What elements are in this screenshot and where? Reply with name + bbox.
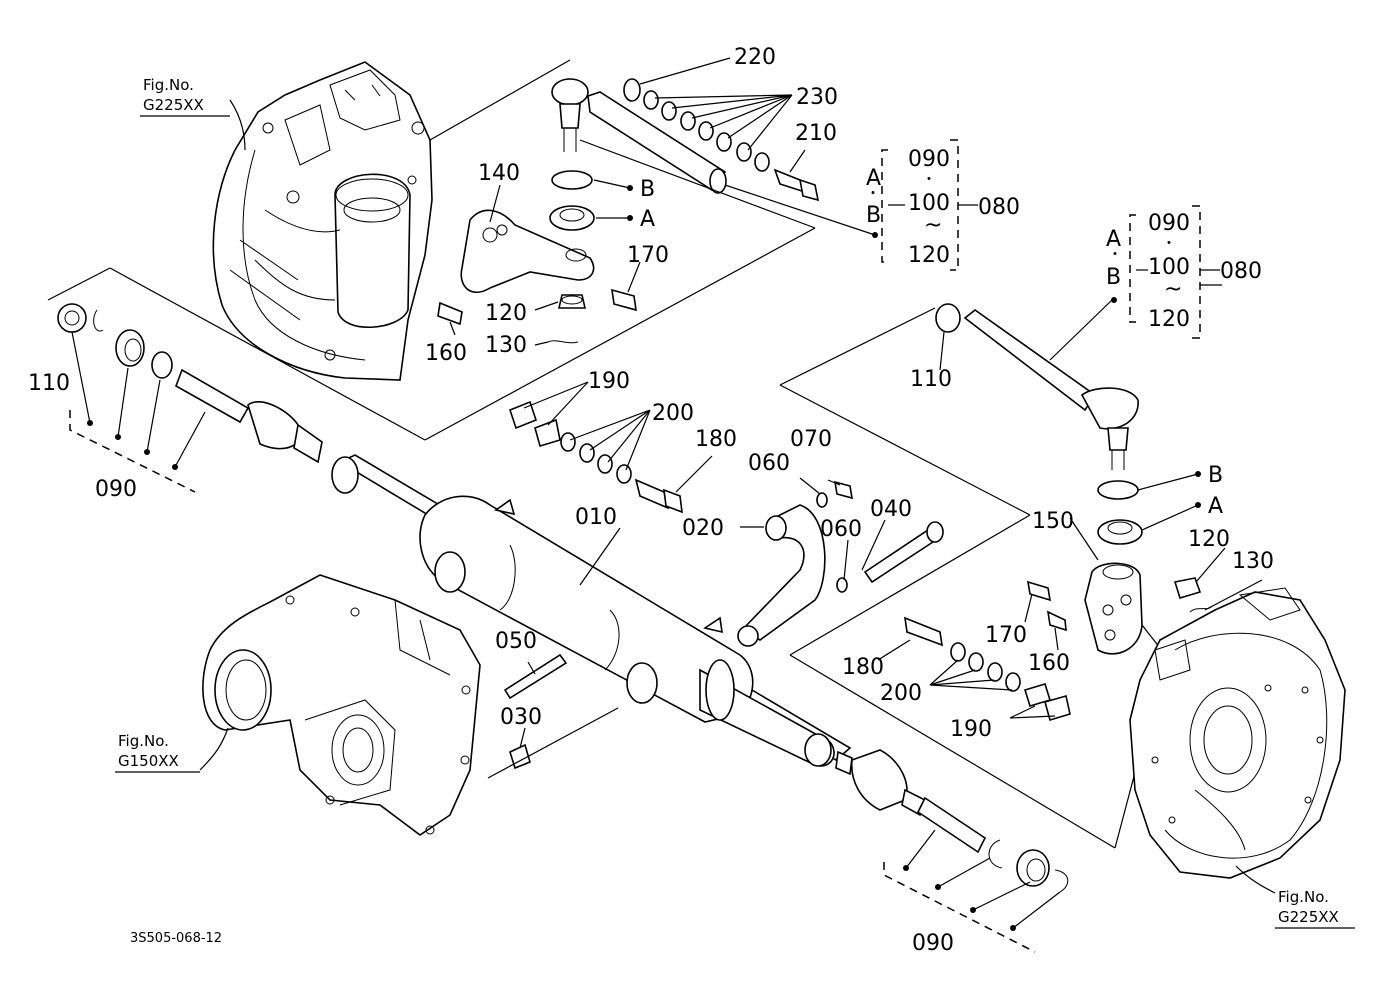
svg-text:080: 080 [1220,259,1262,284]
spacers-190-upper [509,400,683,514]
svg-text:~: ~ [924,213,942,238]
svg-text:・: ・ [922,172,936,188]
label-130-right: 130 [1232,549,1274,574]
upper-tie-rod [551,78,727,194]
upper-frame-lines [47,59,816,441]
label-190-upper: 190 [588,369,630,394]
svg-text:・: ・ [1162,236,1176,252]
ab-markers: B A B A [627,177,1223,519]
steering-arm-140 [460,209,595,294]
bracket-090-left [69,410,196,493]
label-030: 030 [500,705,542,730]
label-010: 010 [575,505,617,530]
fig-ref-mid-left: Fig.No. G150XX [115,732,200,773]
right-tie-rod [935,303,1139,470]
svg-text:B: B [866,203,881,228]
svg-text:Fig.No.: Fig.No. [1278,888,1329,906]
label-160-right: 160 [1028,651,1070,676]
leader-dots-right [903,829,1061,931]
right-fasteners [904,577,1213,722]
svg-text:120: 120 [908,243,950,268]
label-020: 020 [682,516,724,541]
callout-labels: 220 230 210 140 170 120 130 160 110 090 … [28,45,1274,956]
svg-text:B: B [1208,463,1223,488]
washers-230 [623,78,820,202]
lower-tie-rod-end [835,749,1069,893]
label-140: 140 [478,161,520,186]
label-170-right: 170 [985,623,1027,648]
bolts-upper [437,288,637,326]
svg-text:A: A [866,166,881,191]
label-040: 040 [870,497,912,522]
svg-text:Fig.No.: Fig.No. [143,76,194,94]
label-230: 230 [796,85,838,110]
label-180-right: 180 [842,655,884,680]
svg-text:080: 080 [978,195,1020,220]
label-120-upper: 120 [485,301,527,326]
svg-text:・: ・ [1108,247,1122,263]
bolt-040-set [816,480,944,593]
svg-text:A: A [1208,494,1223,519]
bracket-090-right [883,862,1036,953]
bracket-020 [737,504,826,647]
drawing-code: 3S505-068-12 [130,931,222,946]
svg-text:090: 090 [908,147,950,172]
right-knuckle-housing [1129,587,1346,879]
label-130-upper: 130 [485,333,527,358]
label-120-right: 120 [1188,527,1230,552]
label-220: 220 [734,45,776,70]
label-110-right: 110 [910,367,952,392]
label-150: 150 [1032,509,1074,534]
svg-text:B: B [1106,265,1121,290]
label-210: 210 [795,121,837,146]
svg-text:B: B [640,177,655,202]
svg-text:A: A [1106,227,1121,252]
spec-group-upper: A ・ B 090 ・ 100 ~ 120 080 [866,147,1020,268]
leader-dots-left [71,331,206,470]
spec-group-lower: A ・ B 090 ・ 100 ~ 120 080 [1106,211,1262,332]
left-tie-rod-end [57,303,323,464]
svg-text:・: ・ [866,186,880,202]
label-200-right: 200 [880,681,922,706]
callout-leaders [199,57,1276,894]
bearing-set-upper [547,170,595,344]
bearing-set-lower [1097,480,1143,545]
fig-ref-top-left: Fig.No. G225XX [140,76,230,117]
svg-text:100: 100 [1148,255,1190,280]
svg-text:G150XX: G150XX [118,752,179,770]
main-cylinder-010 [331,454,852,767]
label-090-left: 090 [95,477,137,502]
svg-text:~: ~ [1164,277,1182,302]
svg-text:120: 120 [1148,307,1190,332]
label-090-right: 090 [912,931,954,956]
svg-text:G225XX: G225XX [1278,908,1339,926]
label-060-upper: 060 [748,451,790,476]
left-knuckle-housing [212,61,433,381]
label-050: 050 [495,629,537,654]
steering-arm-150 [1084,562,1143,655]
svg-text:090: 090 [1148,211,1190,236]
svg-text:Fig.No.: Fig.No. [118,732,169,750]
label-180-upper: 180 [695,427,737,452]
label-070: 070 [790,427,832,452]
spec-bracket-lower [1129,205,1220,339]
label-190-right: 190 [950,717,992,742]
label-160-upper: 160 [425,341,467,366]
label-200-upper: 200 [652,401,694,426]
svg-text:G225XX: G225XX [143,96,204,114]
label-170-upper: 170 [627,243,669,268]
center-housing-g150xx [202,574,481,836]
label-110-left: 110 [28,371,70,396]
fig-ref-bottom-right: Fig.No. G225XX [1275,888,1355,929]
label-060-lower: 060 [820,517,862,542]
svg-text:100: 100 [908,191,950,216]
svg-text:A: A [640,207,655,232]
spec-bracket-upper [881,139,978,271]
